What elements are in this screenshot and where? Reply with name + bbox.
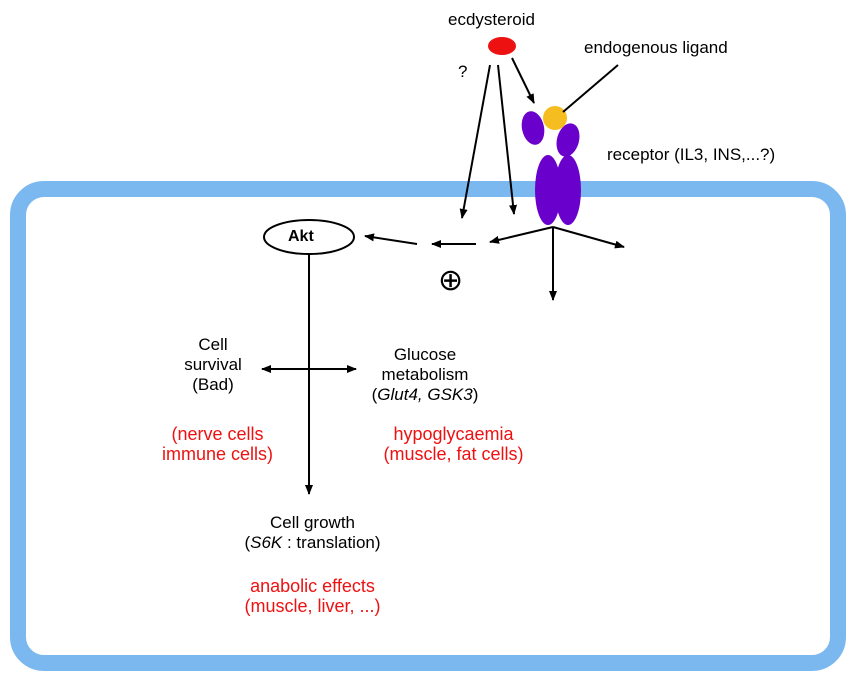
arrow-to-akt [364,233,418,245]
glucose-metabolism-label: Glucose metabolism (Glut4, GSK3) [371,345,479,404]
cell-membrane [10,181,846,671]
cell-growth-label: Cell growth (S6K : translation) [244,513,381,552]
endogenous-ligand-label: endogenous ligand [584,38,728,57]
cell-survival-effects: (nerve cells immune cells) [161,424,274,464]
arrow-receptor-left [489,226,554,244]
arrow-ecdysteroid-down-left [459,64,491,219]
ligand-shape [543,106,567,130]
arrow-ecdysteroid-to-receptor [511,57,535,104]
glucose-metabolism-effects: hypoglycaemia (muscle, fat cells) [383,424,524,464]
ecdysteroid-dot [488,37,516,55]
cell-growth-effects: anabolic effects (muscle, liver, ...) [244,576,381,616]
arrow-receptor-right [552,226,625,249]
arrow-ecdysteroid-down-right [497,64,518,215]
positive-integration-symbol: ⊕ [438,264,464,297]
receptor-shape [521,111,581,225]
ecdysteroid-label: ecdysteroid [448,10,535,29]
unknown-pathway-mark: ? [458,62,468,81]
akt-label: Akt [288,228,314,245]
cell-survival-label: Cell survival (Bad) [184,335,242,394]
receptor-label: receptor (IL3, INS,...?) [607,145,776,164]
ligand-connector [562,64,619,113]
